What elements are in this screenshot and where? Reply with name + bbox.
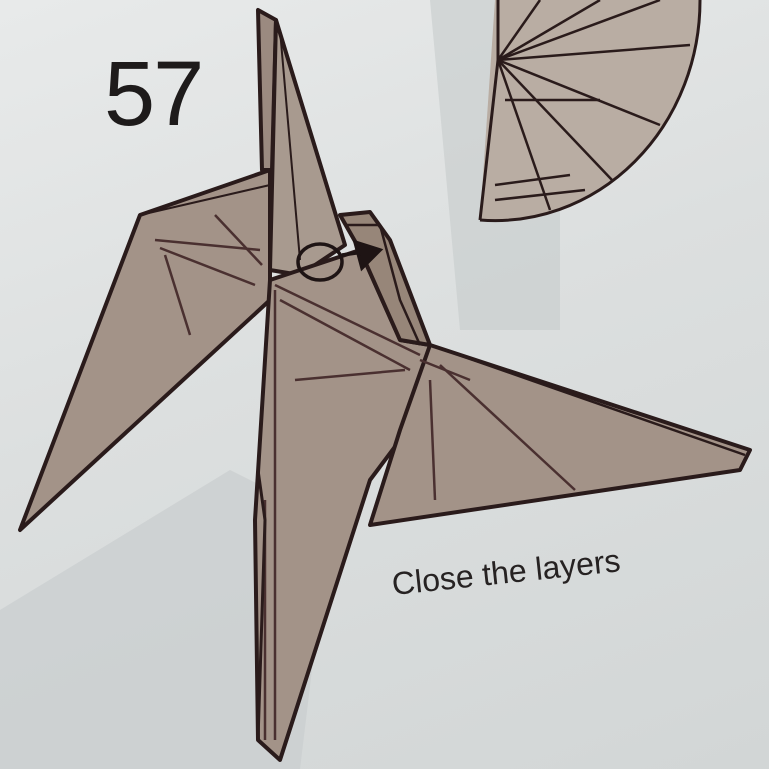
inset-detail bbox=[480, 0, 700, 221]
step-number: 57 bbox=[104, 48, 202, 140]
vertical-flaps bbox=[258, 10, 345, 275]
right-wing bbox=[370, 345, 750, 525]
